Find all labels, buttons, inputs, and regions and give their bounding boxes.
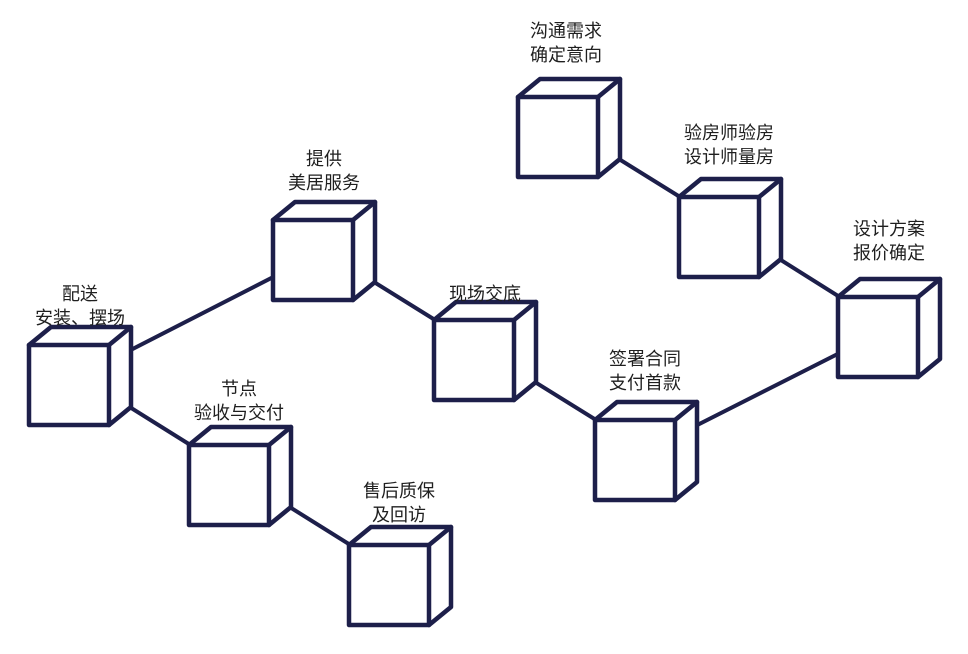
- step-cube: [346, 524, 454, 628]
- cube-outline: [346, 524, 454, 628]
- step-label-line: 验收与交付: [194, 403, 284, 424]
- step-cube: [835, 276, 943, 380]
- cube-outline: [431, 299, 539, 403]
- step-cube: [186, 424, 294, 528]
- cube-outline: [515, 76, 623, 180]
- step-label-line: 配送: [62, 284, 98, 305]
- step-label-design-quote: 设计方案 报价确定: [853, 218, 925, 266]
- cube-outline: [186, 424, 294, 528]
- step-label-home-service: 提供 美居服务: [288, 148, 360, 196]
- step-label-line: 售后质保: [363, 481, 435, 502]
- cube-depth-edge: [266, 424, 294, 448]
- step-cube: [592, 399, 700, 503]
- cube-outline: [592, 399, 700, 503]
- cube-outline: [270, 199, 378, 303]
- step-label-line: 支付首款: [609, 373, 681, 394]
- cube-depth-edge: [756, 176, 784, 200]
- step-label-line: 及回访: [372, 505, 426, 526]
- cube-depth-edge: [672, 399, 700, 423]
- step-label-sign-contract: 签署合同 支付首款: [609, 348, 681, 396]
- step-label-line: 设计师量房: [684, 147, 774, 168]
- step-label-line: 美居服务: [288, 173, 360, 194]
- step-label-line: 签署合同: [609, 349, 681, 370]
- step-label-node-acceptance: 节点 验收与交付: [194, 378, 284, 426]
- cube-depth-edge: [595, 76, 623, 100]
- step-label-line: 验房师验房: [684, 123, 774, 144]
- step-cube: [26, 324, 134, 428]
- step-label-line: 沟通需求: [530, 21, 602, 42]
- step-label-after-sales: 售后质保 及回访: [363, 480, 435, 528]
- step-label-line: 提供: [306, 149, 342, 170]
- cube-outline: [26, 324, 134, 428]
- cube-depth-edge: [350, 199, 378, 223]
- step-cube: [676, 176, 784, 280]
- step-label-line: 设计方案: [853, 219, 925, 240]
- step-label-house-inspection: 验房师验房 设计师量房: [684, 122, 774, 170]
- step-label-line: 报价确定: [853, 243, 925, 264]
- step-label-delivery-install: 配送 安装、摆场: [35, 283, 125, 331]
- cube-depth-edge: [511, 299, 539, 323]
- cube-depth-edge: [106, 324, 134, 348]
- cube-depth-edge: [426, 524, 454, 548]
- step-cube: [431, 299, 539, 403]
- step-cube: [270, 199, 378, 303]
- step-label-line: 安装、摆场: [35, 308, 125, 329]
- cube-outline: [835, 276, 943, 380]
- cube-outline: [676, 176, 784, 280]
- step-label-line: 现场交底: [449, 284, 521, 305]
- step-label-communicate-needs: 沟通需求 确定意向: [530, 20, 602, 68]
- step-label-site-handover: 现场交底: [449, 283, 521, 307]
- step-label-line: 确定意向: [530, 45, 602, 66]
- step-label-line: 节点: [221, 379, 257, 400]
- step-cube: [515, 76, 623, 180]
- cube-layer: [26, 76, 943, 628]
- cube-depth-edge: [915, 276, 943, 300]
